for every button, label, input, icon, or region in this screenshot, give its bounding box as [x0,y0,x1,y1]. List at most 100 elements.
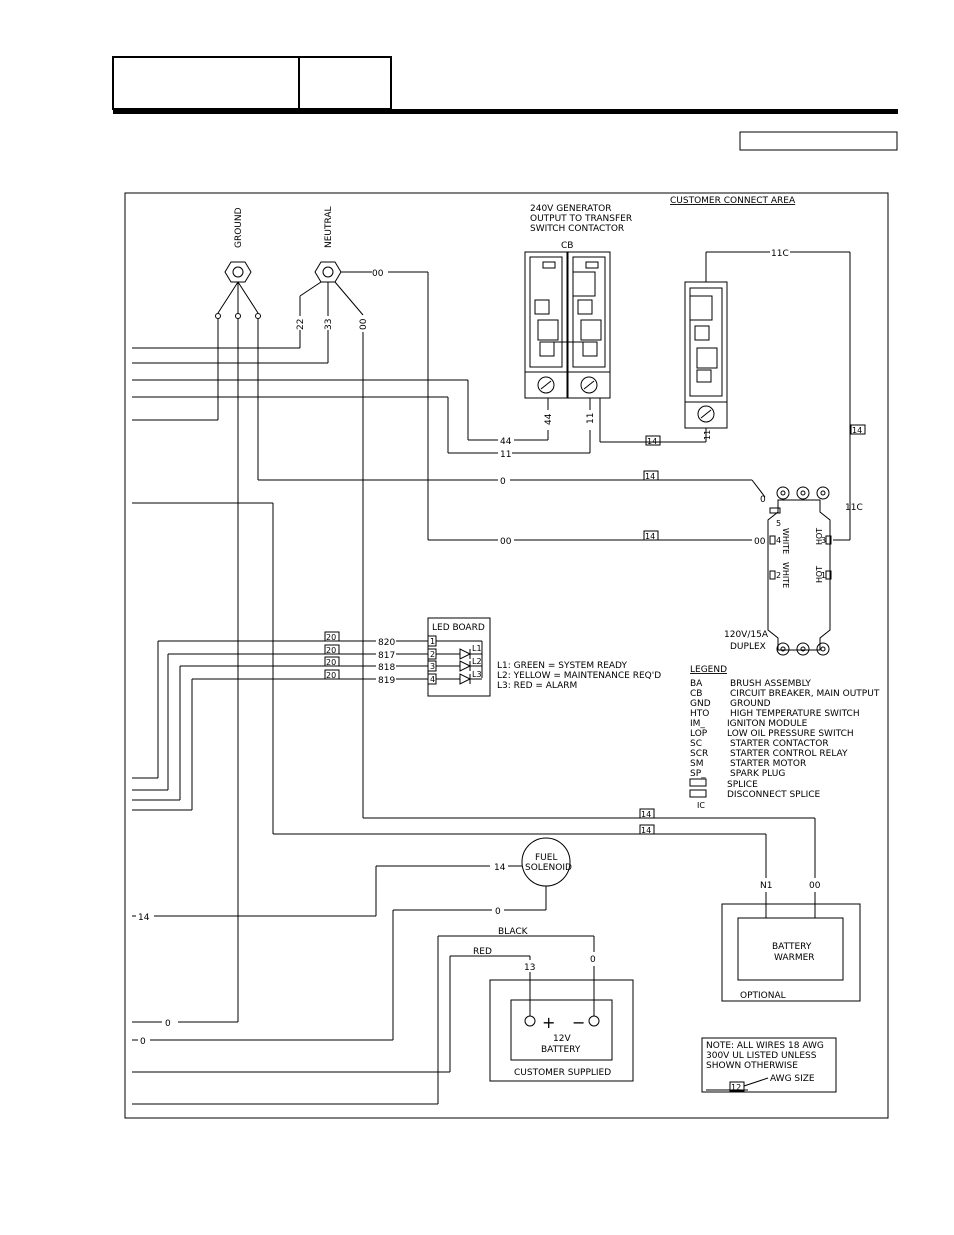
note-line1: NOTE: ALL WIRES 18 AWG [706,1041,824,1051]
gen-output-line1: 240V GENERATOR [530,204,611,214]
ground-stud: GROUND [215,207,261,319]
led-board-title: LED BOARD [432,623,485,633]
awg-14-0: 14 [645,472,655,481]
legend-desc-6: STARTER CONTACTOR [730,739,829,749]
awg-20-817: 20 [326,646,336,655]
duplex-circuit-breaker [684,281,728,429]
duplex-white-2: WHITE [781,562,790,588]
neutral-label: NEUTRAL [324,206,334,248]
led-pin-2: 2 [430,650,435,659]
legend-abbr-6: SC [690,739,702,749]
legend-abbr-0: BA [690,679,703,689]
wire-label-0-duplex-b: 0 [760,495,766,505]
legend-desc-11: DISCONNECT SPLICE [727,790,821,800]
led-desc-1: L1: GREEN = SYSTEM READY [497,661,627,671]
wire-label-44: 44 [500,437,512,447]
wire-label-0-gnd: 0 [165,1019,171,1029]
gen-output-line3: SWITCH CONTACTOR [530,224,624,234]
neutral-stud: NEUTRAL [299,206,372,316]
wire-label-11c-top: 11C [771,249,789,259]
wire-label-0-batt: 0 [590,955,596,965]
legend: LEGEND BA BRUSH ASSEMBLY CB CIRCUIT BREA… [689,665,880,810]
led-l3: L3 [472,670,482,679]
battery-label2: BATTERY [541,1045,581,1055]
legend-abbr-8: SM [690,759,703,769]
wire-label-0-fuel: 0 [495,907,501,917]
led-l2: L2 [472,657,482,666]
duplex-hot-2: HOT [815,566,824,583]
legend-abbr-7: SCR [690,749,708,759]
led-l1: L1 [472,644,482,653]
disconnect-splice-symbol [689,789,707,798]
wire-label-11-dcb: 11 [703,430,712,440]
awg-14-11: 14 [647,437,657,446]
legend-desc-10: SPLICE [727,780,758,790]
splice-symbol [689,778,707,787]
wire-label-22: 22 [296,319,306,330]
battery-warmer-label1: BATTERY [772,942,812,952]
wire-label-33: 33 [324,319,334,330]
duplex-white-1: WHITE [781,528,790,554]
customer-connect-area-label: CUSTOMER CONNECT AREA [670,196,796,206]
legend-desc-7: STARTER CONTROL RELAY [730,749,848,759]
awg-20-818: 20 [326,658,336,667]
cb-label: CB [561,241,573,251]
legend-abbr-1: CB [690,689,702,699]
legend-desc-4: IGNITON MODULE [727,719,808,729]
legend-desc-2: GROUND [730,699,771,709]
wire-label-44-v: 44 [544,413,554,425]
page-header [112,56,898,151]
fuel-solenoid-line1: FUEL [535,853,557,863]
battery-plus: + [542,1013,555,1032]
legend-desc-1: CIRCUIT BREAKER, MAIN OUTPUT [730,689,880,699]
awg-20-820: 20 [326,633,336,642]
duplex-terminal-2: 2 [776,571,781,580]
led-desc-3: L3: RED = ALARM [497,681,577,691]
legend-title: LEGEND [690,665,727,675]
generator-output-label: 240V GENERATOR OUTPUT TO TRANSFER SWITCH… [530,204,632,251]
awg-14-00: 14 [645,532,655,541]
duplex-label-type: DUPLEX [730,642,766,652]
wire-label-0-duplex: 0 [500,477,506,487]
wire-label-820: 820 [378,638,395,648]
led-pin-1: 1 [430,637,435,646]
note-awg-size: AWG SIZE [770,1074,815,1084]
wire-label-817: 817 [378,651,395,661]
fuel-solenoid-line2: SOLENOID [525,863,572,873]
battery-warmer: N1 00 BATTERY WARMER OPTIONAL [721,881,861,1002]
wire-label-11: 11 [500,450,511,460]
wire-label-00-neutral: 00 [372,269,384,279]
note-line3: SHOWN OTHERWISE [706,1061,798,1071]
wire-label-0-left: 0 [140,1037,146,1047]
wire-label-14-fuel: 14 [494,863,506,873]
battery: + − 12V BATTERY CUSTOMER SUPPLIED [489,979,634,1082]
wire-label-00-a: 00 [500,537,512,547]
legend-desc-9: SPARK PLUG [730,769,785,779]
battery-black-label: BLACK [498,927,529,937]
legend-ic: IC [697,801,705,810]
duplex-hot-1: HOT [815,528,824,545]
duplex-terminal-1: 1 [821,571,826,580]
duplex-terminal-4: 4 [776,536,781,545]
led-board: LED BOARD 1 2 3 4 L1 L2 L3 [427,617,491,697]
wire-label-n1: N1 [760,881,772,891]
awg-14-warmer-00: 14 [641,810,651,819]
main-circuit-breaker [524,251,611,399]
led-desc-2: L2: YELLOW = MAINTENANCE REQ'D [497,671,661,681]
wire-label-00-vert: 00 [359,318,369,330]
awg-20-819: 20 [326,671,336,680]
header-tag-box [739,131,898,151]
led-pin-3: 3 [430,662,435,671]
legend-abbr-5: LOP [690,729,708,739]
wire-label-14-left: 14 [138,913,150,923]
awg-14-warmer-n1: 14 [641,826,651,835]
wire-label-11-v: 11 [586,413,596,424]
legend-abbr-3: HTO [690,709,709,719]
wire-label-00-warmer: 00 [809,881,821,891]
battery-red-label: RED [473,947,492,957]
battery-warmer-label2: WARMER [774,953,815,963]
legend-desc-5: LOW OIL PRESSURE SWITCH [727,729,854,739]
wire-label-819: 819 [378,676,395,686]
note-sample-awg: 12 [731,1083,741,1092]
battery-warmer-optional: OPTIONAL [740,991,786,1001]
